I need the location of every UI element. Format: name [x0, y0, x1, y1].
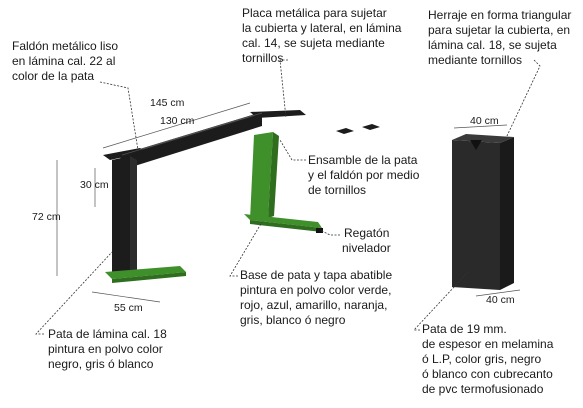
right-base-front — [250, 220, 322, 232]
leader-lines — [35, 59, 541, 335]
label-base: Base de pata y tapa abatible pintura en … — [240, 268, 395, 327]
label-pata-19-line1: Pata de 19 mm. — [422, 322, 507, 336]
label-regaton-line1: Regatón — [344, 226, 389, 240]
dim-40-top-line — [453, 124, 508, 129]
label-placa-line4: tornillos — [242, 51, 283, 65]
label-pata-19-line5: de pvc termofusionado — [422, 382, 544, 396]
dimension-lines — [56, 102, 521, 303]
label-herraje-line2: para sujetar la cubierta, en — [428, 23, 570, 37]
left-leg-side — [130, 156, 137, 272]
label-base-line4: gris, blanco ó negro — [240, 313, 346, 327]
leveling-foot — [316, 228, 323, 233]
label-base-line2: pintura en polvo color verde, — [240, 283, 391, 297]
label-faldon-line3: color de la pata — [12, 69, 94, 83]
label-pata-lamina-line1: Pata de lámina cal. 18 — [48, 327, 167, 341]
melamine-leg — [452, 134, 514, 290]
melamine-leg-top — [452, 134, 514, 143]
melamine-leg-front — [452, 140, 500, 290]
dim-40-bottom-line — [475, 289, 521, 297]
label-faldon: Faldón metálico liso en lámina cal. 22 a… — [12, 39, 121, 83]
triangle-bracket — [470, 140, 482, 150]
label-regaton: Regatón nivelador — [342, 226, 393, 255]
label-base-line1: Base de pata y tapa abatible — [240, 268, 392, 282]
label-herraje-line4: mediante tornillos — [428, 53, 522, 67]
leader-base — [229, 221, 263, 277]
dim-130-text: 130 cm — [160, 115, 195, 127]
label-pata-19: Pata de 19 mm. de espesor en melamina ó … — [422, 322, 557, 396]
label-herraje-line1: Herraje en forma triangular — [428, 8, 571, 22]
dim-72-text: 72 cm — [32, 211, 61, 223]
dim-145-text: 145 cm — [150, 97, 185, 109]
dim-145-line — [102, 102, 251, 149]
dim-30-text: 30 cm — [80, 179, 109, 191]
leader-pata-lamina — [35, 251, 113, 335]
label-pata-19-line3: ó L.P, color gris, negro — [422, 352, 542, 366]
right-leg-side — [268, 132, 279, 218]
label-placa-line1: Placa metálica para sujetar — [242, 6, 387, 20]
label-faldon-line2: en lámina cal. 22 al — [12, 54, 115, 68]
dim-40-bottom-text: 40 cm — [486, 294, 515, 306]
label-pata-lamina-line2: pintura en polvo color — [48, 342, 163, 356]
label-pata-19-line4: ó blanco con cubrecanto — [422, 367, 553, 381]
leader-ensamble — [279, 139, 306, 161]
label-placa: Placa metálica para sujetar la cubierta … — [242, 6, 405, 65]
dim-40-top-text: 40 cm — [470, 115, 499, 127]
label-herraje: Herraje en forma triangular para sujetar… — [428, 8, 575, 67]
label-placa-line2: la cubierta y lateral, en lámina — [242, 21, 402, 35]
floating-plate-1 — [336, 128, 354, 134]
label-pata-19-line2: de espesor en melamina — [422, 337, 554, 351]
label-pata-lamina: Pata de lámina cal. 18 pintura en polvo … — [48, 327, 170, 371]
leader-pata-19 — [413, 271, 469, 331]
right-base — [244, 214, 322, 228]
label-pata-lamina-line3: negro, gris ó blanco — [48, 357, 154, 371]
dim-55-text: 55 cm — [114, 302, 143, 314]
dim-130-line — [121, 112, 263, 156]
label-herraje-line3: lámina cal. 18, se sujeta — [428, 38, 557, 52]
left-base — [105, 266, 186, 279]
label-ensamble-line1: Ensamble de la pata — [308, 153, 418, 167]
right-leg — [250, 132, 273, 220]
label-regaton-line2: nivelador — [342, 241, 391, 255]
leader-faldon — [99, 81, 139, 151]
label-faldon-line1: Faldón metálico liso — [12, 39, 118, 53]
label-ensamble-line2: y el faldón por medio — [308, 168, 420, 182]
dim-55-line — [91, 291, 161, 303]
label-base-line3: rojo, azul, amarillo, naranja, — [240, 298, 387, 312]
label-ensamble: Ensamble de la pata y el faldón por medi… — [308, 153, 423, 197]
right-top-plate — [250, 110, 306, 118]
leader-herraje — [505, 59, 541, 139]
label-ensamble-line3: de tornillos — [308, 183, 366, 197]
left-leg — [112, 156, 130, 275]
left-base-front — [112, 272, 186, 283]
melamine-leg-side — [500, 137, 514, 290]
leader-placa — [279, 59, 288, 119]
floating-plate-2 — [362, 124, 380, 130]
skirt-panel — [120, 112, 262, 170]
label-placa-line3: cal. 14, se sujeta mediante — [242, 36, 385, 50]
